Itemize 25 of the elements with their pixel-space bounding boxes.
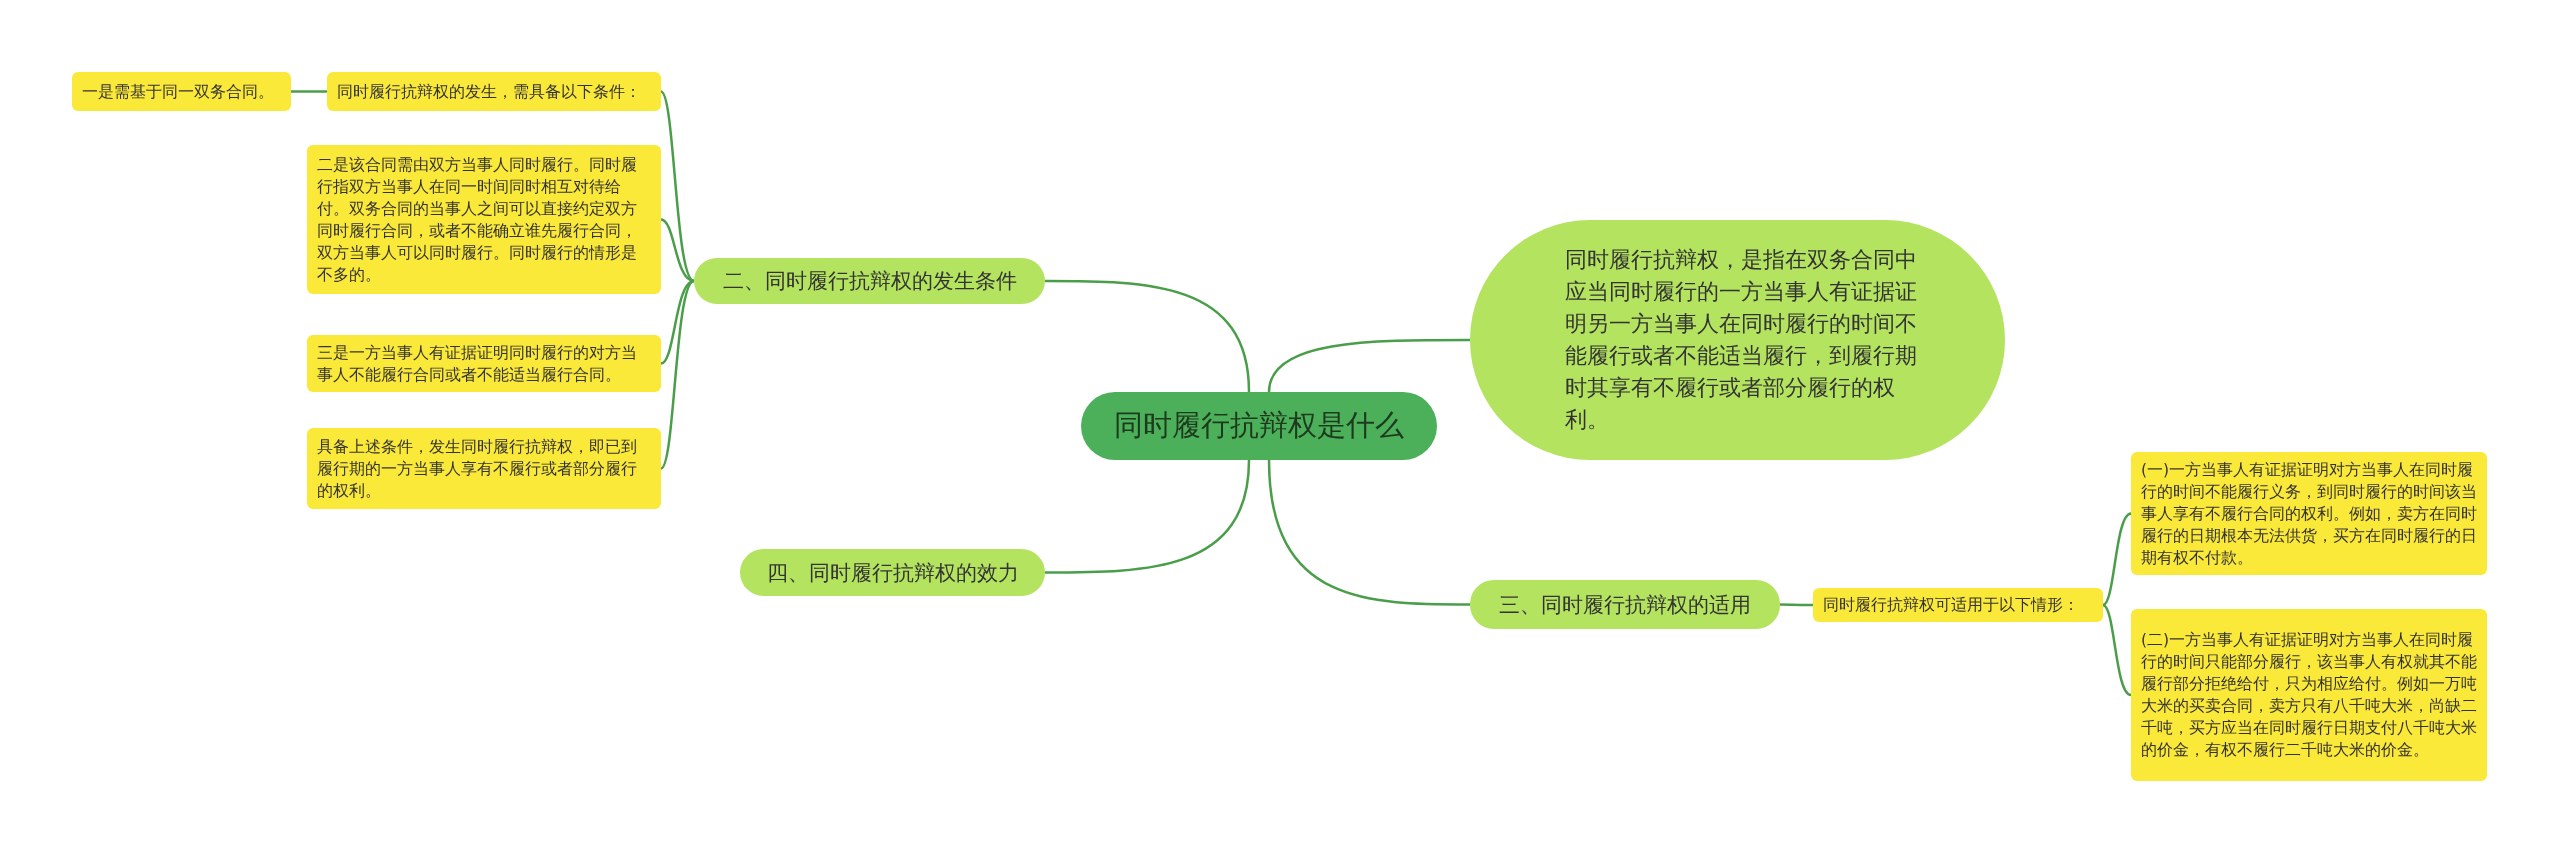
note-box: (二)一方当事人有证据证明对方当事人在同时履行的时间只能部分履行，该当事人有权就其不能履行部分拒绝给付，只为相应给付。例如一万吨大米的买卖合同，卖方只有八千吨大米，尚缺二千吨，买方应当在同时履行日期支付八千吨大米的价金，有权不履行二千吨大米的价金。: [2131, 609, 2487, 781]
note-box: 具备上述条件，发生同时履行抗辩权，即已到履行期的一方当事人享有不履行或者部分履行的权利。: [307, 428, 661, 509]
connector-line: [660, 218, 695, 283]
connector-line: [2102, 603, 2132, 697]
connector-line: [1780, 603, 1813, 607]
definition-bubble: 同时履行抗辩权，是指在双务合同中应当同时履行的一方当事人有证据证明另一方当事人在同时履行的时间不能履行或者不能适当履行，到履行期时其享有不履行或者部分履行的权利。: [1470, 220, 2005, 460]
connector-line: [660, 279, 695, 365]
note-box: 同时履行抗辩权可适用于以下情形：: [1813, 588, 2103, 622]
connector-line: [1045, 279, 1251, 393]
note-box: (一)一方当事人有证据证明对方当事人在同时履行的时间不能履行义务，到同时履行的时间该当事人享有不履行合同的权利。例如，卖方在同时履行的日期根本无法供货，买方在同时履行的日期有权不付款。: [2131, 452, 2487, 575]
note-box: 三是一方当事人有证据证明同时履行的对方当事人不能履行合同或者不能适当履行合同。: [307, 335, 661, 392]
connector-line: [291, 90, 327, 93]
connector-line: [1267, 338, 1470, 393]
connector-line: [1045, 459, 1251, 574]
connector-line: [1267, 459, 1470, 606]
note-box: 同时履行抗辩权的发生，需具备以下条件：: [327, 72, 661, 111]
note-box: 二是该合同需由双方当事人同时履行。同时履行指双方当事人在同一时间同时相互对待给付。双务合同的当事人之间可以直接约定双方同时履行合同，或者不能确立谁先履行合同，双方当事人可以同时履行。同时履行的情形是不多的。: [307, 145, 661, 294]
topic-box: 二、同时履行抗辩权的发生条件: [694, 258, 1045, 304]
note-box: 一是需基于同一双务合同。: [72, 72, 291, 111]
topic-box: 三、同时履行抗辩权的适用: [1470, 580, 1780, 629]
connector-line: [2102, 512, 2132, 607]
topic-box: 四、同时履行抗辩权的效力: [740, 549, 1045, 596]
connector-line: [660, 280, 695, 470]
connector-line: [660, 90, 695, 282]
central-topic-box: 同时履行抗辩权是什么: [1081, 392, 1437, 460]
